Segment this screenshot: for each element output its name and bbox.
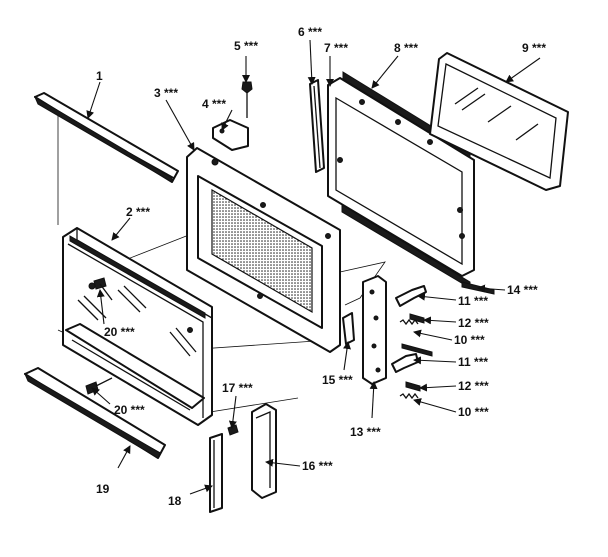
label-part-15: 15 *** <box>322 373 353 387</box>
part-5-screw <box>241 81 253 118</box>
part-20-screws <box>85 277 113 395</box>
label-part-10-lower: 10 *** <box>458 405 489 419</box>
label-part-16: 16 *** <box>302 459 333 473</box>
label-part-11-lower: 11 *** <box>458 355 488 369</box>
door-bottom-assembly <box>65 323 205 411</box>
label-part-4: 4 *** <box>202 97 226 111</box>
label-part-14: 14 *** <box>507 283 538 297</box>
label-part-20-upper: 20 *** <box>104 325 135 339</box>
leader-lines <box>86 39 541 495</box>
part-15-clip <box>342 312 355 345</box>
part-10-springs <box>399 318 433 400</box>
part-11-hinge-arm-upper <box>395 285 427 307</box>
part-2-outer-door-panel <box>62 227 213 426</box>
label-part-6: 6 *** <box>298 25 322 39</box>
label-part-12-lower: 12 *** <box>458 379 489 393</box>
label-part-17: 17 *** <box>222 381 253 395</box>
label-part-3: 3 *** <box>154 86 178 100</box>
part-4-bracket <box>212 119 249 151</box>
label-part-11-upper: 11 *** <box>458 294 488 308</box>
part-16-side-bracket <box>251 403 277 499</box>
label-part-2: 2 *** <box>126 205 150 219</box>
part-13-hinge-plate <box>362 275 387 385</box>
label-part-1: 1 <box>96 69 103 83</box>
part-3-door-frame <box>186 147 341 353</box>
part-1-top-trim-strip <box>33 92 179 183</box>
part-17-screw <box>227 424 239 436</box>
part-19-bottom-trim-strip <box>23 367 166 459</box>
part-6-hinge-bar <box>309 79 325 173</box>
part-9-glass-panel <box>429 52 569 191</box>
label-part-10-upper: 10 *** <box>454 333 485 347</box>
label-part-8: 8 *** <box>394 41 418 55</box>
label-part-19: 19 <box>96 482 110 496</box>
part-11-hinge-arm-lower <box>391 353 419 373</box>
label-part-18: 18 <box>168 494 182 508</box>
part-12-screw-lower <box>405 381 421 392</box>
part-labels: 1 2 *** 3 *** 4 *** 5 *** 6 *** 7 *** 8 … <box>96 25 546 508</box>
label-part-12-upper: 12 *** <box>458 316 489 330</box>
label-part-9: 9 *** <box>522 41 546 55</box>
label-part-13: 13 *** <box>350 425 381 439</box>
label-part-5: 5 *** <box>234 39 258 53</box>
label-part-7: 7 *** <box>324 41 348 55</box>
label-part-20-lower: 20 *** <box>114 403 145 417</box>
part-18-vertical-bar <box>209 433 223 513</box>
